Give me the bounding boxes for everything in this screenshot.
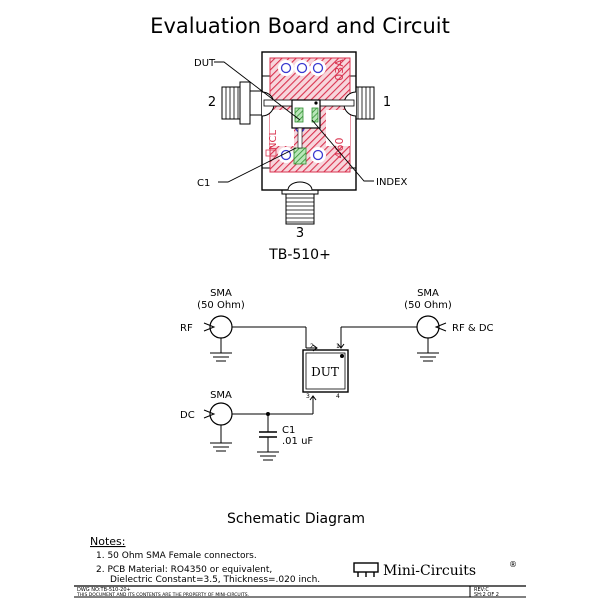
board-ncl-mark: NCL <box>268 130 279 150</box>
evaluation-board-drawing: 03A 460 NCL DUT C1 INDEX 2 1 3 TB-510+ <box>194 51 407 263</box>
sma-label-dc: SMA <box>210 390 232 401</box>
c1-callout: C1 <box>197 178 210 189</box>
brand-name: Mini-Circuits <box>383 563 476 579</box>
dut-symbol-label: DUT <box>311 365 339 379</box>
dwg-number: DWG NO:TB-510-20+ <box>77 587 131 593</box>
pin-2-label: 2 <box>310 343 314 350</box>
ohm-label-right: (50 Ohm) <box>404 300 452 311</box>
title-block: DWG NO:TB-510-20+ THIS DOCUMENT AND ITS … <box>74 585 526 598</box>
pin-4-label: 4 <box>336 393 340 400</box>
pin-3-label: 3 <box>306 393 310 400</box>
board-model-label: TB-510+ <box>268 247 331 263</box>
board-code-top: 03A <box>333 59 346 81</box>
note-1: 1. 50 Ohm SMA Female connectors. <box>96 551 257 561</box>
rf-dc-label: RF & DC <box>452 323 494 334</box>
note-2-line-b: Dielectric Constant=3.5, Thickness=.020 … <box>110 575 320 585</box>
dut-symbol <box>302 349 349 393</box>
notes-heading: Notes: <box>90 535 125 548</box>
ohm-label-left: (50 Ohm) <box>197 300 245 311</box>
brand-registered-mark: ® <box>509 560 517 569</box>
property-notice: THIS DOCUMENT AND ITS CONTENTS ARE THE P… <box>76 592 249 598</box>
c1-value-label: .01 uF <box>282 436 313 447</box>
note-2-line-a: 2. PCB Material: RO4350 or equivalent, <box>96 565 272 575</box>
port-3-label: 3 <box>296 226 304 241</box>
pin-1-label: 1 <box>336 343 340 350</box>
sheet-number: SH:2 OF 2 <box>474 592 499 598</box>
schematic-diagram <box>203 315 447 461</box>
dc-label: DC <box>180 410 195 421</box>
port-1-label: 1 <box>383 95 391 110</box>
c1-pads <box>293 147 307 165</box>
sma-label-left: SMA <box>210 288 232 299</box>
sma-label-right: SMA <box>417 288 439 299</box>
page-title: Evaluation Board and Circuit <box>150 14 450 38</box>
schematic-caption: Schematic Diagram <box>227 511 365 527</box>
notes-block: Notes: 1. 50 Ohm SMA Female connectors. … <box>90 535 320 585</box>
schematic-labels: SMA (50 Ohm) SMA (50 Ohm) RF RF & DC DC … <box>180 288 494 527</box>
c1-schematic-label: C1 <box>282 425 295 436</box>
mini-circuits-logo: Mini-Circuits ® <box>353 560 517 579</box>
dut-callout: DUT <box>194 58 216 69</box>
revision: REV:C <box>474 587 489 593</box>
rf-label: RF <box>180 323 193 334</box>
port-2-label: 2 <box>208 95 216 110</box>
index-callout: INDEX <box>376 177 407 188</box>
sma-connector-left <box>221 81 263 125</box>
board-code-bottom: 460 <box>333 138 346 159</box>
